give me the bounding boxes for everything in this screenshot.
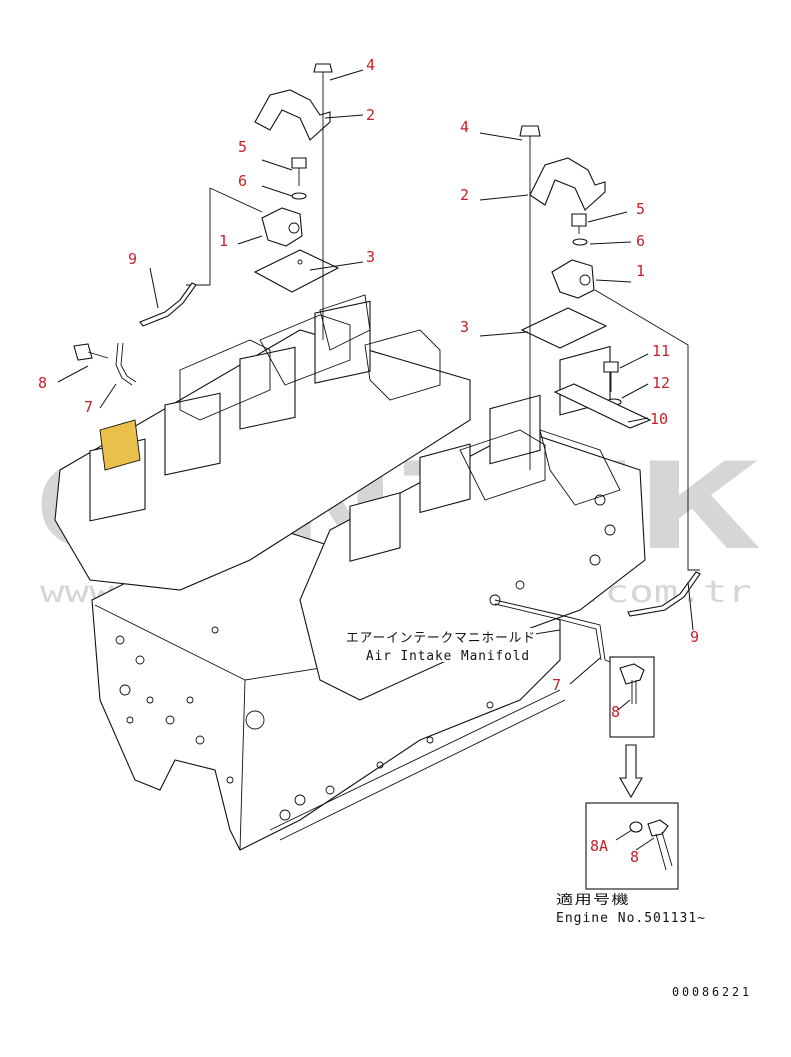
callout-10-right: 10	[650, 410, 668, 428]
callout-8-detail-lower: 8	[630, 848, 639, 866]
callouts-right: 4 2 5 6 1 3 11 12 10 9 7 8 8A 8	[460, 118, 699, 866]
callout-7-left: 7	[84, 398, 93, 416]
callout-8a-detail: 8A	[590, 837, 608, 855]
applicable-label: 適用号機	[556, 892, 630, 908]
callout-4-right: 4	[460, 118, 469, 136]
detail-box-upper	[604, 656, 655, 738]
callout-8-detail-upper: 8	[611, 703, 620, 721]
left-cylinder-bank	[54, 294, 471, 591]
callout-2-left: 2	[366, 106, 375, 124]
callout-2-right: 2	[460, 186, 469, 204]
callout-3-left: 3	[366, 248, 375, 266]
callout-12-right: 12	[652, 374, 670, 392]
callouts-left: 4 2 5 6 1 9 3 8 7	[38, 56, 375, 416]
manifold-label-ja: エアーインテークマニホールド	[346, 631, 536, 646]
callout-6-left: 6	[238, 172, 247, 190]
engine-number: Engine No.501131~	[556, 911, 706, 926]
right-bracket-assembly	[494, 125, 701, 661]
left-bracket-assembly	[73, 63, 340, 386]
detail-box-lower	[585, 802, 679, 890]
callout-9-right: 9	[690, 628, 699, 646]
applicable-note: 適用号機 Engine No.501131~	[556, 892, 706, 926]
callout-5-left: 5	[238, 138, 247, 156]
callout-8-left: 8	[38, 374, 47, 392]
callout-4-left: 4	[366, 56, 375, 74]
callout-1-right: 1	[636, 262, 645, 280]
callout-5-right: 5	[636, 200, 645, 218]
callout-7-right: 7	[552, 676, 561, 694]
leader-lines	[57, 69, 694, 851]
manifold-label: エアーインテークマニホールド Air Intake Manifold	[340, 628, 536, 664]
callout-3-right: 3	[460, 318, 469, 336]
manifold-label-en: Air Intake Manifold	[366, 649, 530, 664]
callout-9-left: 9	[128, 250, 137, 268]
down-arrow-icon	[619, 744, 643, 799]
callout-1-left: 1	[219, 232, 228, 250]
document-number: 00086221	[672, 985, 752, 999]
callout-11-right: 11	[652, 342, 670, 360]
callout-6-right: 6	[636, 232, 645, 250]
